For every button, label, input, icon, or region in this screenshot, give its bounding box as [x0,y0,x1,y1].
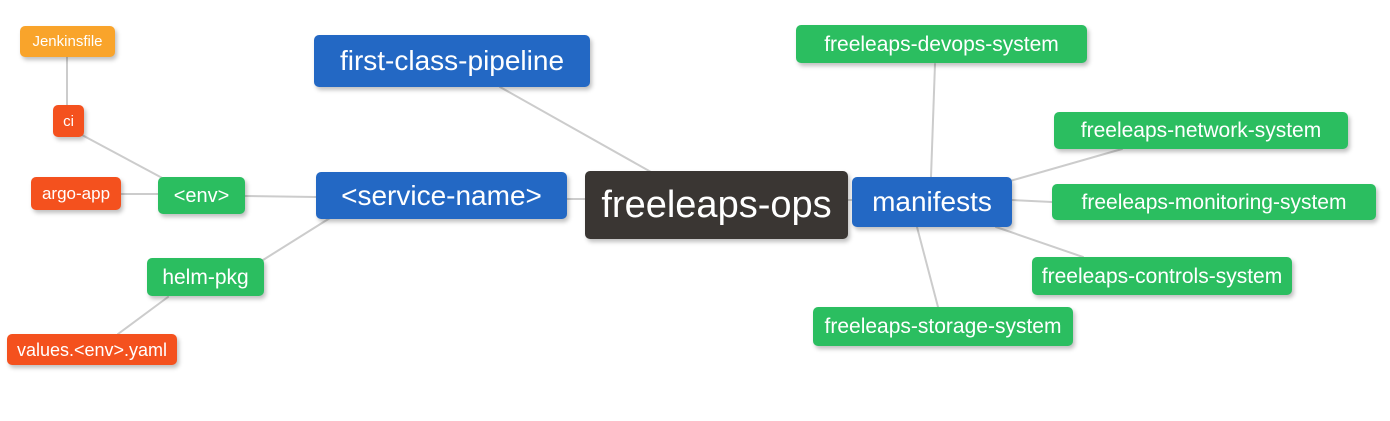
edge-manifests-storage [916,226,939,308]
node-env[interactable]: <env> [158,177,245,214]
node-manifests[interactable]: manifests [852,177,1012,227]
edge-ci-env [81,134,167,181]
edge-pipeline-freeleaps-ops [499,86,652,173]
node-argo-app[interactable]: argo-app [31,177,121,210]
node-freeleaps-storage-system[interactable]: freeleaps-storage-system [813,307,1073,346]
node-freeleaps-network-system[interactable]: freeleaps-network-system [1054,112,1348,149]
edge-manifests-controls [995,226,1084,258]
node-ci[interactable]: ci [53,105,84,137]
edge-manifests-monitoring [1011,199,1053,203]
node-freeleaps-monitoring-system[interactable]: freeleaps-monitoring-system [1052,184,1376,220]
node-service-name[interactable]: <service-name> [316,172,567,219]
node-freeleaps-controls-system[interactable]: freeleaps-controls-system [1032,257,1292,295]
edge-manifests-network [1009,148,1123,182]
node-first-class-pipeline[interactable]: first-class-pipeline [314,35,590,87]
edge-env-service-name [244,195,317,198]
node-freeleaps-ops-root[interactable]: freeleaps-ops [585,171,848,239]
edge-values-helm-pkg [117,296,169,335]
edge-helm-pkg-service-name [262,217,331,261]
node-values-env-yaml[interactable]: values.<env>.yaml [7,334,177,365]
node-freeleaps-devops-system[interactable]: freeleaps-devops-system [796,25,1087,63]
node-helm-pkg[interactable]: helm-pkg [147,258,264,296]
node-jenkinsfile[interactable]: Jenkinsfile [20,26,115,57]
edge-manifests-devops [930,63,936,178]
